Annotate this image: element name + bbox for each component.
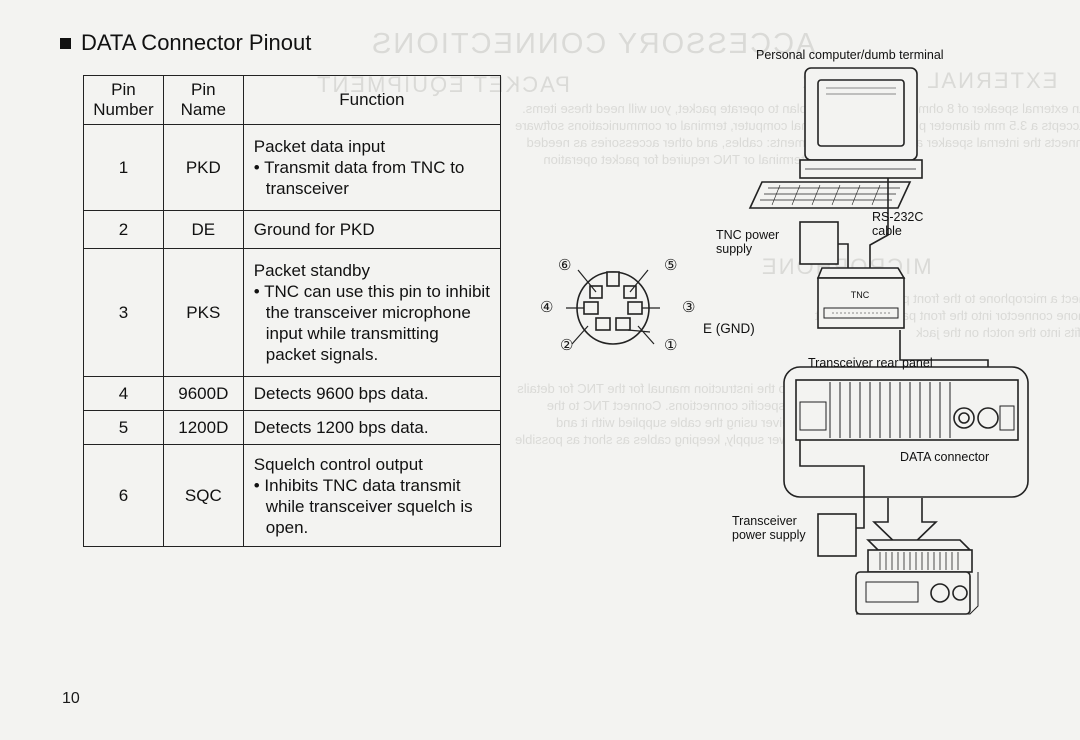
pin-name-cell: PKS: [162, 248, 244, 377]
egnd-label: E (GND): [703, 321, 755, 336]
function-cell: Packet data input • Transmit data from T…: [242, 124, 502, 211]
function-cell: Detects 9600 bps data.: [242, 376, 502, 411]
pin-name-cell: 1200D: [162, 410, 244, 445]
function-cell: Squelch control output • Inhibits TNC da…: [242, 444, 502, 547]
function-bullet: • Inhibits TNC data transmit while trans…: [253, 475, 473, 537]
pin-name-cell: PKD: [162, 124, 244, 211]
pin-6-label: ⑥: [558, 257, 572, 274]
table-row: 5 1200D Detects 1200 bps data.: [83, 410, 502, 445]
pin-number-cell: 4: [83, 376, 164, 411]
table-header-row: Pin Number Pin Name Function: [83, 75, 502, 125]
tnc-unit-icon: [816, 267, 906, 329]
page-number: 10: [62, 690, 80, 707]
function-bullet: • Transmit data from TNC to transceiver: [253, 158, 465, 198]
tnc-power-label: TNC power supply: [716, 228, 780, 256]
square-bullet-icon: [60, 37, 71, 49]
pin-number-cell: 1: [83, 124, 164, 211]
transceiver-power-supply-icon: [817, 513, 857, 557]
pinout-table: Pin Number Pin Name Function 1 PKD Packe…: [83, 75, 502, 547]
pin-name-cell: SQC: [162, 444, 244, 547]
heading-text: DATA Connector Pinout: [81, 30, 312, 55]
rs232c-cable: [869, 178, 889, 268]
pin-number-cell: 6: [83, 444, 164, 547]
computer-label: Personal computer/dumb terminal: [756, 48, 944, 62]
function-line: Squelch control output: [253, 454, 423, 474]
table-row: 6 SQC Squelch control output • Inhibits …: [83, 444, 502, 547]
rear-panel-label: Transceiver rear panel: [808, 356, 933, 370]
pin-name-cell: 9600D: [162, 376, 244, 411]
header-pin-number: Pin Number: [83, 75, 164, 125]
transceiver-power-cable: [799, 440, 865, 529]
function-line: Ground for PKD: [253, 220, 375, 239]
transceiver-power-label: Transceiver power supply: [732, 514, 806, 542]
computer-icon: [748, 67, 923, 209]
function-bullet: • TNC can use this pin to inhibit the tr…: [253, 282, 490, 364]
header-function: Function: [242, 75, 502, 125]
pin-4-label: ④: [540, 299, 554, 316]
pin-number-cell: 2: [83, 210, 164, 249]
pin-5-label: ⑤: [664, 257, 678, 274]
table-row: 3 PKS Packet standby • TNC can use this …: [83, 248, 502, 377]
pin-number-cell: 5: [83, 410, 164, 445]
page-heading: DATA Connector Pinout: [60, 30, 311, 56]
function-cell: Packet standby • TNC can use this pin to…: [242, 248, 502, 377]
pin-name-cell: DE: [162, 210, 244, 249]
function-cell: Ground for PKD: [242, 210, 502, 249]
transceiver-icon: [855, 539, 979, 615]
rs232c-label: RS-232C cable: [872, 210, 924, 238]
data-connector-label: DATA connector: [900, 450, 990, 464]
pin-1-label: ①: [664, 337, 678, 354]
tnc-label: TNC: [851, 290, 870, 300]
pin-2-label: ②: [560, 337, 574, 354]
table-row: 1 PKD Packet data input • Transmit data …: [83, 124, 502, 211]
pin-3-label: ③: [682, 299, 696, 316]
pin-number-cell: 3: [83, 248, 164, 377]
function-line: Detects 9600 bps data.: [253, 384, 429, 403]
tnc-power-supply-icon: [799, 221, 839, 265]
connection-diagram: TNC: [566, 67, 1029, 615]
table-row: 4 9600D Detects 9600 bps data.: [83, 376, 502, 411]
transceiver-rear-panel-icon: [783, 366, 1029, 498]
din-connector-icon: [566, 269, 660, 345]
table-row: 2 DE Ground for PKD: [83, 210, 502, 249]
function-line: Packet data input: [253, 137, 386, 156]
tnc-power-cable: [838, 243, 849, 276]
header-pin-name: Pin Name: [162, 75, 244, 125]
function-cell: Detects 1200 bps data.: [242, 410, 502, 445]
function-line: Packet standby: [253, 261, 370, 280]
function-line: Detects 1200 bps data.: [253, 418, 429, 437]
